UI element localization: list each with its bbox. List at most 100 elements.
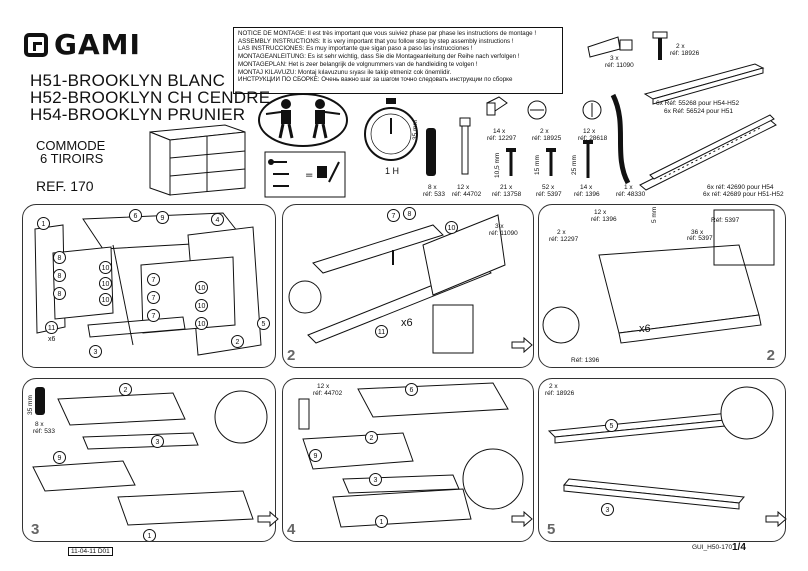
product-line2: 6 TIROIRS (40, 151, 104, 166)
model-name: H54-BROOKLYN PRUNIER (30, 105, 246, 124)
ref-label: réf: 1396 (591, 216, 617, 223)
slides-label: 6x réf: 42689 pour H51-H52 (703, 191, 784, 198)
size-label: 10,5 mm (494, 152, 501, 178)
part-callout: 10 (99, 277, 112, 290)
part-callout: 8 (403, 207, 416, 220)
slides-label: 6x réf: 42690 pour H54 (707, 184, 774, 191)
fitting-ref: réf: 18925 (532, 135, 562, 142)
part-callout: 8 (53, 251, 66, 264)
glue-qty: 3 x (610, 55, 619, 62)
fitting-qty: 14 x (493, 128, 506, 135)
part-callout: 6 (405, 383, 418, 396)
cam-fitting-icon (582, 100, 602, 120)
part-callout: 11 (45, 321, 58, 334)
qty-label: 12 x (594, 209, 607, 216)
document-code: GUI_H50-170 (692, 544, 733, 551)
cam-qty: 2 x (676, 43, 685, 50)
part-callout: 10 (195, 281, 208, 294)
furniture-illustration (149, 124, 246, 196)
part-callout: 4 (211, 213, 224, 226)
exploded-chest-diagram (34, 212, 262, 356)
item-ref: réf: 5397 (536, 191, 562, 198)
part-callout: 11 (375, 325, 388, 338)
size-label: 5 mm (651, 206, 658, 223)
part-callout: 7 (147, 273, 160, 286)
rail-label: 6x Réf: 55268 pour H54-H52 (656, 100, 740, 107)
screw-icon (546, 148, 556, 176)
next-step-arrow-icon (765, 510, 787, 528)
item-qty: 8 x (428, 184, 437, 191)
product-title: COMMODE 6 TIROIRS (36, 139, 105, 165)
svg-text:=: = (305, 170, 313, 181)
fitting-ref: réf: 12297 (487, 135, 517, 142)
ref-label: réf: 533 (33, 428, 56, 435)
qty-label: 36 x (691, 229, 704, 236)
next-step-arrow-icon (257, 510, 279, 528)
cam-fitting-icon (527, 100, 547, 120)
drawer-box-diagram (542, 209, 775, 344)
part-callout: 6 (129, 209, 142, 222)
model-name: H52-BROOKLYN CH CENDRE (30, 88, 271, 107)
ref-label: réf: 44702 (313, 390, 343, 397)
ref-label: réf: 5397 (687, 235, 713, 242)
step-number: 2 (287, 347, 296, 364)
item-qty: 1 x (624, 184, 633, 191)
notice-line: MONTAJ KILAVUZU: Montaj kılavuzunu sıyas… (238, 68, 452, 76)
next-step-arrow-icon (511, 336, 533, 354)
step-number: 5 (547, 521, 556, 538)
part-callout: 8 (53, 269, 66, 282)
rail-fixing-diagram (547, 386, 774, 510)
item-qty: 14 x (580, 184, 593, 191)
notice-line: ASSEMBLY INSTRUCTIONS: It is very import… (238, 37, 514, 45)
part-callout: 1 (37, 217, 50, 230)
product-line1: COMMODE (36, 138, 106, 153)
model-list: H51-BROOKLYN BLANC H52-BROOKLYN CH CENDR… (30, 72, 270, 123)
ref-label: Réf: 1396 (571, 357, 600, 364)
brand-name: GAMI (54, 28, 141, 61)
rail-icon (643, 63, 765, 105)
part-callout: 2 (231, 335, 244, 348)
rail-label: 6x Réf: 56524 pour H51 (664, 108, 734, 115)
item-qty: 12 x (457, 184, 470, 191)
part-callout: 7 (147, 291, 160, 304)
ref-label: réf: 11090 (489, 230, 518, 237)
step-6-panel: 5 2 x réf: 18926 5 3 (538, 378, 786, 542)
part-callout: 2 (119, 383, 132, 396)
glue-ref: réf: 11090 (605, 62, 634, 69)
next-step-arrow-icon (511, 510, 533, 528)
time-label: 1 H (385, 166, 400, 176)
size-label: 35 mm (412, 120, 419, 140)
part-callout: 10 (195, 317, 208, 330)
gami-logo-icon (24, 32, 48, 57)
dowel-icon (426, 128, 436, 176)
part-callout: 7 (387, 209, 400, 222)
quantity-label: x6 (401, 317, 413, 329)
quantity-label: x6 (639, 323, 651, 335)
fitting-qty: 2 x (540, 128, 549, 135)
step-number: 2 (766, 347, 775, 364)
screw-icon (583, 140, 593, 178)
step-4-panel: 3 35 mm 8 x réf: 533 2 3 9 1 (22, 378, 276, 542)
part-callout: 3 (89, 345, 102, 358)
step-1-panel: 1 6 9 4 8 8 8 10 10 10 7 7 7 10 10 10 5 … (22, 204, 276, 368)
size-label: 15 mm (534, 155, 541, 175)
part-callout: 9 (53, 451, 66, 464)
part-callout: 10 (195, 299, 208, 312)
part-callout: 3 (151, 435, 164, 448)
page-number: 1/4 (732, 542, 746, 553)
part-callout: 2 (365, 431, 378, 444)
notice-line: NOTICE DE MONTAGE: Il est très important… (238, 30, 537, 37)
step-3-panel: 2 12 x réf: 1396 2 x réf: 12297 36 x réf… (538, 204, 786, 368)
part-callout: 7 (147, 309, 160, 322)
qty-label: 3 x (495, 223, 504, 230)
part-callout: 5 (257, 317, 270, 330)
ref-label: réf: 12297 (549, 236, 579, 243)
cam-ref: réf: 18926 (670, 50, 700, 57)
ref-label: réf: 18926 (545, 390, 575, 397)
screw-icon (506, 148, 516, 176)
product-ref: REF. 170 (36, 178, 94, 194)
qty-label: 8 x (35, 421, 44, 428)
clock-icon (364, 98, 418, 161)
step-number: 4 (287, 521, 296, 538)
step-number: 3 (31, 521, 40, 538)
